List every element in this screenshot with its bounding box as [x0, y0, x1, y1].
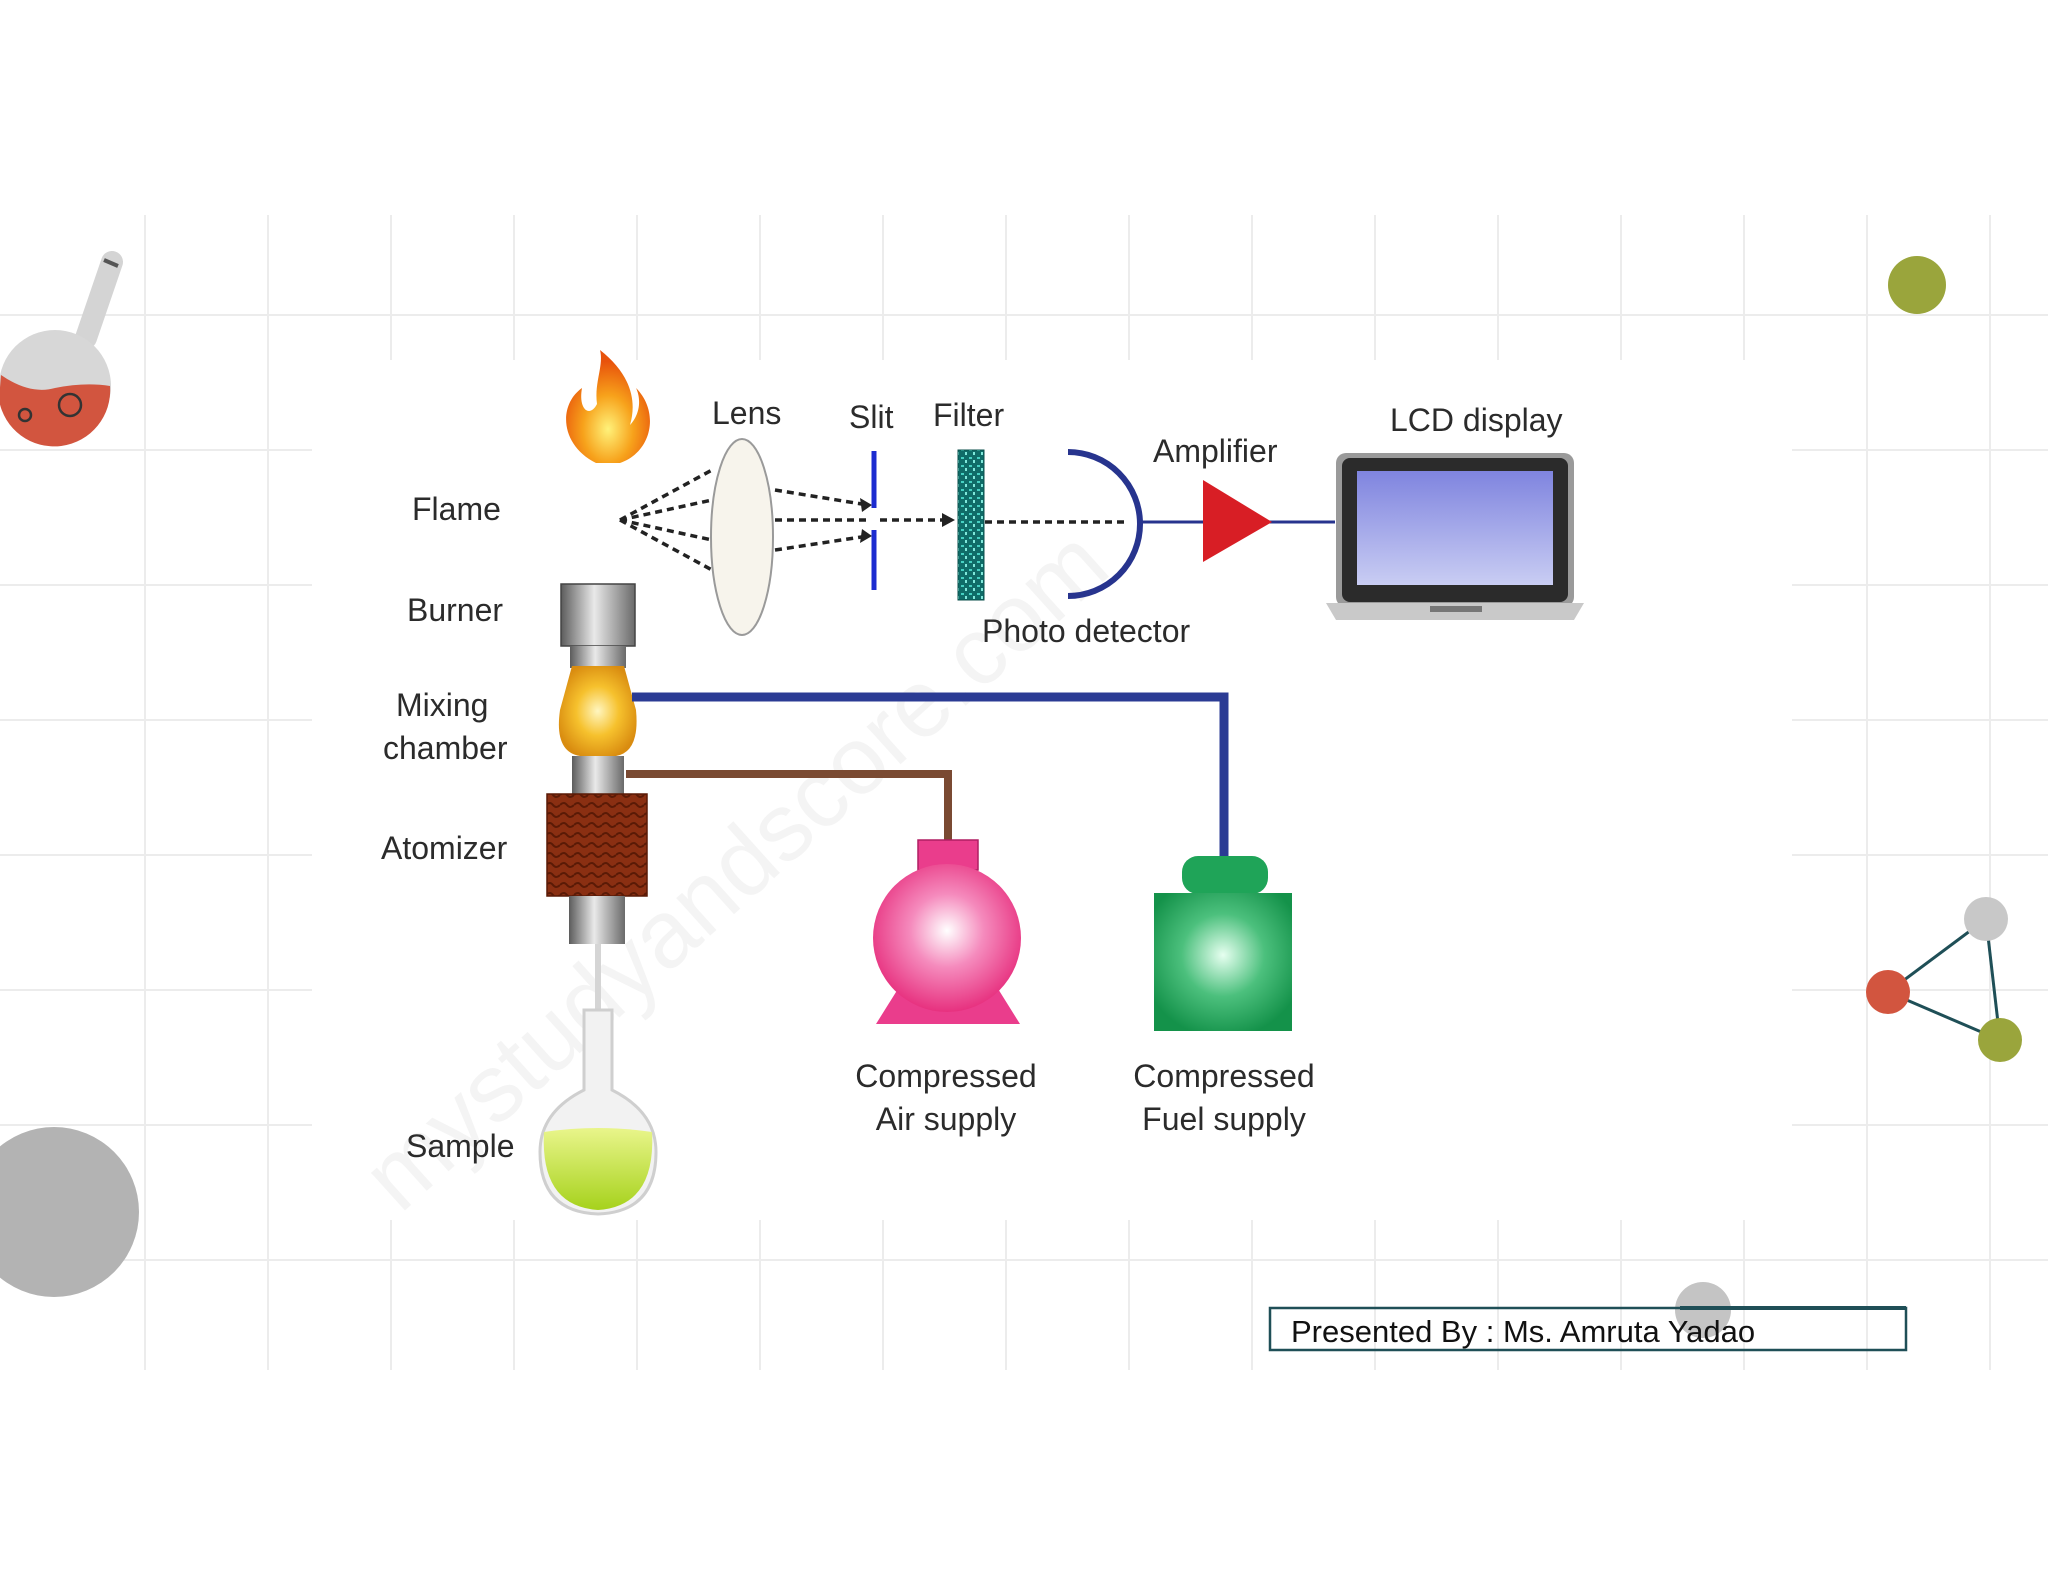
- olive-dot-decoration: [1888, 256, 1946, 314]
- lens: [710, 438, 774, 636]
- filter: [957, 449, 985, 601]
- sample-flask: [538, 1008, 658, 1216]
- air-line: [626, 770, 952, 842]
- label-atomizer: Atomizer: [381, 830, 508, 866]
- label-lens: Lens: [712, 395, 781, 431]
- label-mixing-line2: chamber: [383, 730, 508, 766]
- burner-neck: [570, 646, 626, 668]
- label-amplifier: Amplifier: [1153, 433, 1278, 469]
- mixing-chamber: [558, 666, 637, 756]
- label-flame: Flame: [412, 491, 501, 527]
- flame-icon: [566, 350, 650, 463]
- label-sample: Sample: [406, 1128, 515, 1164]
- gray-circle-decoration: [0, 1127, 139, 1297]
- label-mixing-line1: Mixing: [396, 687, 488, 723]
- laptop-icon: [1326, 453, 1584, 620]
- atomizer: [546, 793, 648, 897]
- ray-arrowheads: [860, 498, 955, 543]
- label-lcd-display: LCD display: [1390, 402, 1563, 438]
- presenter-credit: Presented By : Ms. Amruta Yadao: [1291, 1314, 1755, 1349]
- fuel-line: [632, 692, 1229, 862]
- label-fuel-line2: Fuel supply: [1142, 1101, 1306, 1137]
- flask-icon: [0, 251, 123, 447]
- credit-box: [1268, 1306, 1908, 1352]
- label-burner: Burner: [407, 592, 503, 628]
- label-air-line1: Compressed: [855, 1058, 1036, 1094]
- label-fuel-line1: Compressed: [1133, 1058, 1314, 1094]
- label-filter: Filter: [933, 397, 1004, 433]
- label-air-line2: Air supply: [876, 1101, 1017, 1137]
- molecule-icon: [1866, 897, 2022, 1062]
- mixing-neck: [572, 756, 624, 794]
- fuel-tank: [1154, 856, 1292, 1031]
- burner: [560, 583, 636, 647]
- amplifier: [1203, 480, 1272, 562]
- light-rays: [619, 468, 1128, 572]
- air-pump: [873, 839, 1021, 1024]
- atomizer-outlet: [569, 896, 625, 944]
- label-slit: Slit: [849, 399, 894, 435]
- photo-detector: [1067, 449, 1143, 599]
- label-photo-detector: Photo detector: [982, 613, 1190, 649]
